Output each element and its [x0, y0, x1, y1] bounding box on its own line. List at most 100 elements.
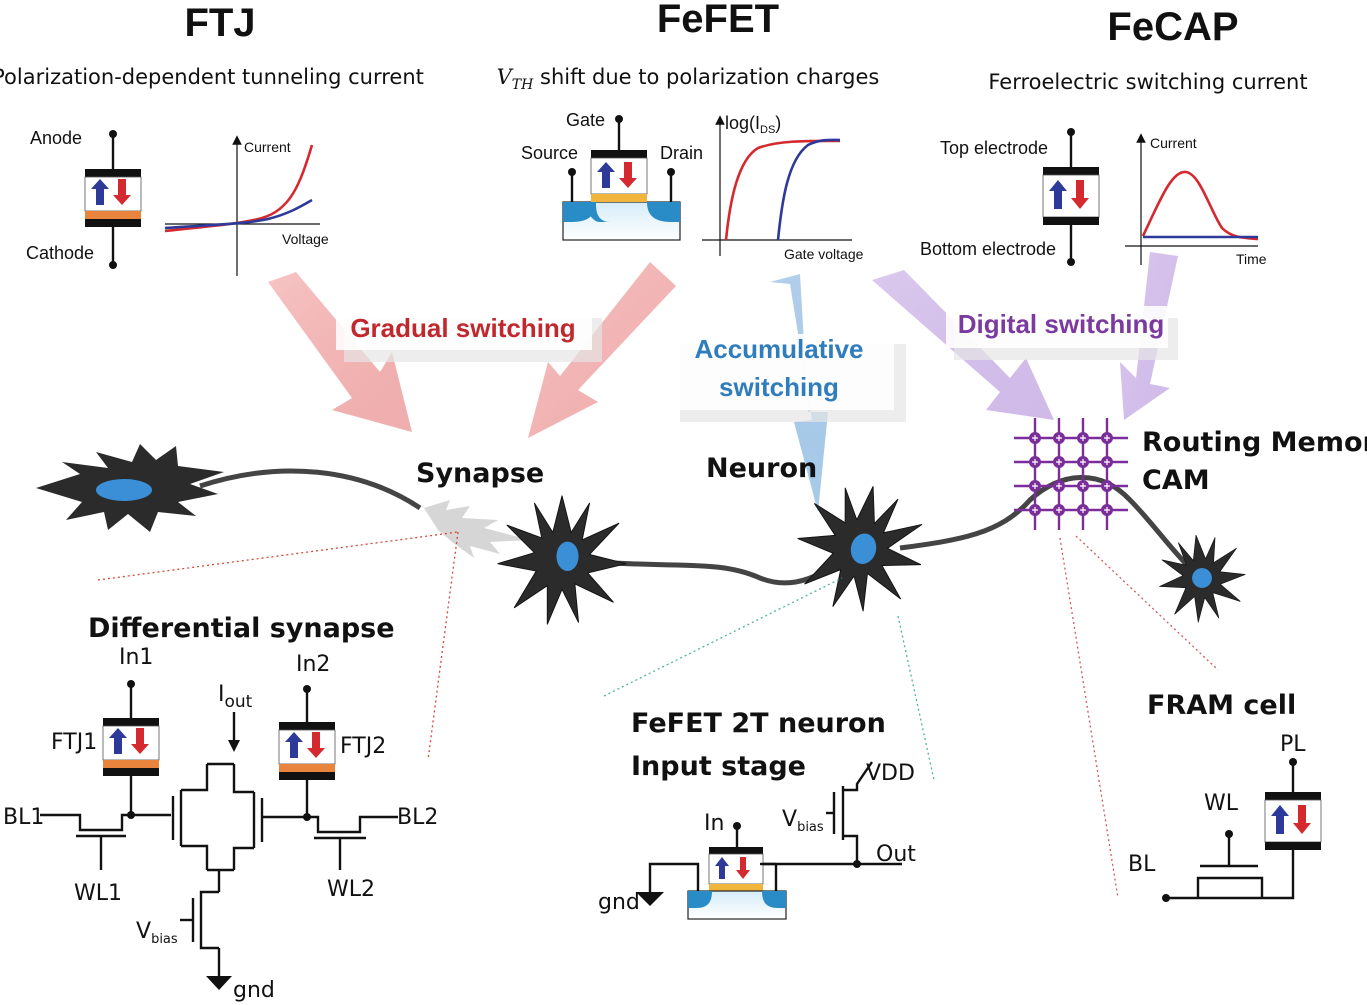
callout-lines: [97, 531, 1219, 899]
vbias-1-main: V: [136, 919, 151, 944]
diff-synapse-circuit: [40, 680, 398, 990]
fefet-x-axis-label: Gate voltage: [784, 246, 864, 262]
fefet-curve-red: [724, 139, 841, 241]
gate-label: Gate: [566, 110, 605, 130]
top-electrode-label: Top electrode: [940, 138, 1048, 158]
fefet-subtitle-text: shift due to polarization charges: [533, 65, 879, 89]
routing-cell-mark-2-3: [1104, 483, 1110, 489]
iout-sub: out: [225, 692, 253, 712]
fecap-x-axis-label: Time: [1236, 251, 1267, 267]
neuron-presynaptic: [36, 444, 224, 532]
ftj-x-axis-label: Voltage: [282, 231, 329, 247]
synaptic-gap-arrow: [424, 500, 530, 558]
routing-cell-mark-1-1: [1056, 459, 1062, 465]
fram-circuit: [1162, 758, 1322, 902]
routing-cell-mark-0-2: [1080, 435, 1086, 441]
fecap-title: FeCAP: [1107, 5, 1238, 49]
iout-main: I: [218, 682, 225, 707]
in-label: In: [704, 811, 724, 836]
axon-3: [899, 475, 1192, 570]
vbias-label-2: Vbias: [782, 807, 824, 835]
fram-title: FRAM cell: [1147, 690, 1296, 721]
fecap-subtitle: Ferroelectric switching current: [988, 70, 1307, 94]
routing-cell-mark-3-3: [1104, 507, 1110, 513]
gnd-label-2: gnd: [598, 890, 640, 915]
routing-cell-mark-3-1: [1056, 507, 1062, 513]
neuron-output: [1152, 528, 1252, 628]
fecap-y-axis-label: Current: [1150, 135, 1197, 151]
digital-label-box: [946, 306, 1168, 348]
vbias-1-sub: bias: [151, 932, 178, 947]
routing-cell-mark-0-0: [1032, 435, 1038, 441]
bl2-label: BL2: [397, 805, 438, 830]
fefet-transfer-plot: [702, 115, 852, 256]
accumulative-arrow: [770, 274, 828, 512]
fefet-title: FeFET: [657, 0, 779, 41]
synapse-label: Synapse: [416, 458, 544, 489]
fefet-curve-blue: [776, 138, 841, 241]
fefet-y-axis-pre: log(I: [725, 113, 760, 133]
iout-label: Iout: [218, 682, 253, 712]
fefet-y-axis-sub: DS: [760, 124, 775, 136]
gnd-label-1: gnd: [233, 978, 275, 1003]
fecap-device: [1042, 128, 1100, 266]
fecap-curve-red: [1141, 170, 1259, 241]
diff-synapse-title: Differential synapse: [88, 613, 395, 644]
accum-label-box: [672, 334, 894, 410]
neuron-2t-circuit: [636, 761, 902, 920]
routing-cell-mark-0-3: [1104, 435, 1110, 441]
routing-cell-mark-1-3: [1104, 459, 1110, 465]
vth-symbol: V: [497, 65, 514, 89]
routing-memory-cells: [1029, 432, 1113, 516]
routing-cell-mark-1-2: [1080, 459, 1086, 465]
routing-cell-mark-3-2: [1080, 507, 1086, 513]
neuron-label: Neuron: [706, 453, 817, 484]
ftj-title: FTJ: [184, 1, 255, 45]
vbias-2-main: V: [782, 807, 797, 832]
routing-cell-mark-2-2: [1080, 483, 1086, 489]
accumulative-label-line1: Accumulative: [694, 334, 863, 364]
cam-label: CAM: [1142, 465, 1210, 496]
source-label: Source: [521, 143, 578, 163]
drain-label: Drain: [660, 143, 703, 163]
routing-cell-mark-1-0: [1032, 459, 1038, 465]
ftj2-label: FTJ2: [340, 734, 386, 759]
fefet-y-axis-label: log(IDS): [725, 113, 781, 136]
pl-label: PL: [1280, 732, 1306, 757]
bl-label: BL: [1128, 852, 1156, 877]
neuron-main: [784, 472, 936, 624]
neuron-2t-title-line2: Input stage: [631, 751, 806, 782]
wl1-label: WL1: [74, 881, 122, 906]
digital-switching-label: Digital switching: [958, 309, 1165, 339]
routing-memory-label: Routing Memory: [1142, 427, 1367, 458]
vdd-label: VDD: [866, 761, 915, 786]
bottom-electrode-label: Bottom electrode: [920, 239, 1056, 259]
wl-label: WL: [1204, 791, 1239, 816]
anode-label: Anode: [30, 128, 82, 148]
cathode-label: Cathode: [26, 243, 94, 263]
fefet-y-axis-post: ): [775, 113, 781, 133]
vbias-2-sub: bias: [797, 820, 824, 835]
in2-label: In2: [296, 652, 330, 677]
vth-subscript: TH: [512, 77, 534, 93]
accumulative-label-line2: switching: [719, 372, 839, 402]
gradual-label-box: [336, 308, 592, 350]
ftj-device: [84, 130, 142, 269]
ftj-y-axis-label: Current: [244, 139, 291, 155]
vbias-label-1: Vbias: [136, 919, 178, 947]
fefet-subtitle: VTH shift due to polarization charges: [497, 65, 880, 93]
gradual-arrow-left: [268, 272, 412, 432]
routing-cell-mark-0-1: [1056, 435, 1062, 441]
fefet-device: [562, 115, 681, 241]
fecap-transient-plot: [1125, 133, 1259, 265]
neuron-postsynaptic: [497, 495, 627, 625]
axon-1: [199, 468, 422, 511]
bl1-label: BL1: [3, 805, 44, 830]
routing-cell-mark-2-0: [1032, 483, 1038, 489]
ftj1-label: FTJ1: [51, 730, 97, 755]
neuron-2t-title-line1: FeFET 2T neuron: [631, 708, 886, 739]
in1-label: In1: [119, 645, 153, 670]
ftj-subtitle: Polarization-dependent tunneling current: [0, 65, 424, 89]
wl2-label: WL2: [327, 877, 375, 902]
routing-cell-mark-2-1: [1056, 483, 1062, 489]
